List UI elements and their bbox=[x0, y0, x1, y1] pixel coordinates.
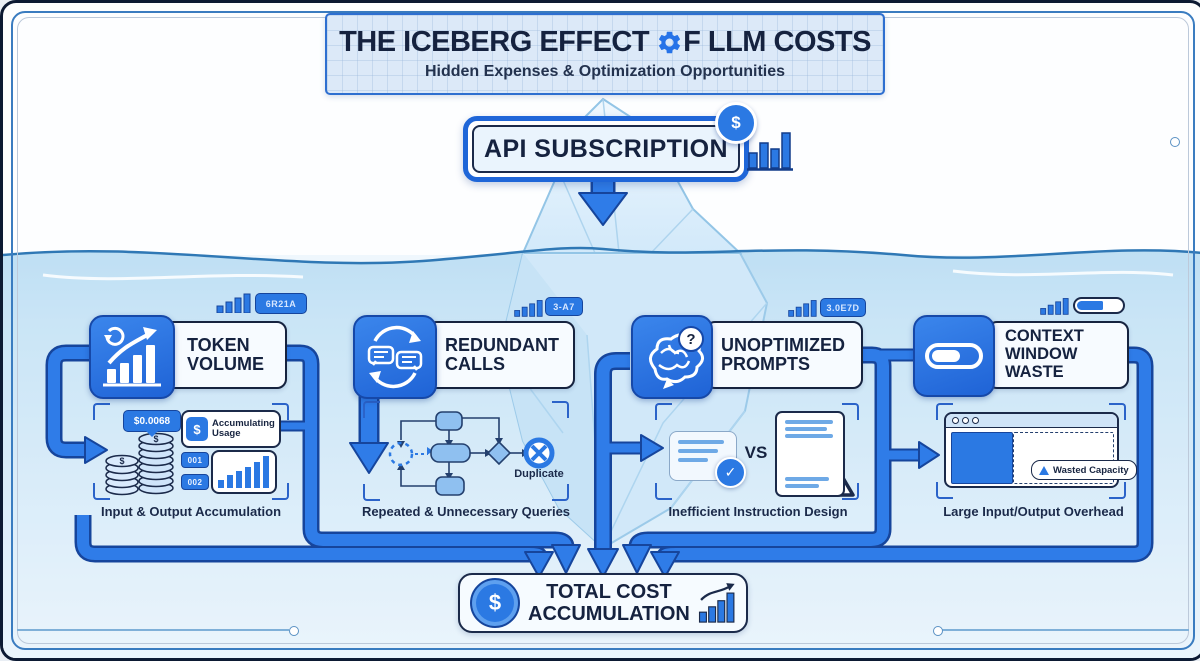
card-unoptimized-prompts: UNOPTIMIZED PROMPTS bbox=[705, 321, 863, 389]
window-titlebar bbox=[946, 414, 1117, 428]
card-context-window-waste-title: CONTEXT WINDOW WASTE bbox=[1005, 327, 1084, 381]
vs-label: VS bbox=[744, 443, 768, 462]
counter-pill-1: 001 bbox=[181, 452, 209, 468]
bottom-left-node-dot bbox=[289, 626, 299, 636]
wasted-capacity-region bbox=[1013, 432, 1114, 484]
total-dollar-icon: $ bbox=[470, 578, 520, 628]
messy-prompt-doc bbox=[775, 411, 845, 497]
total-cost-box: $ TOTAL COST ACCUMULATION bbox=[458, 573, 748, 633]
dollar-glyph: $ bbox=[731, 113, 741, 132]
price-tag: $0.0068 bbox=[123, 410, 181, 437]
window-dot-icon bbox=[972, 417, 979, 424]
redundant-detail-frame bbox=[363, 401, 569, 501]
api-subscription-box: API SUBSCRIPTION bbox=[463, 116, 749, 182]
subtitle: Hidden Expenses & Optimization Opportuni… bbox=[424, 62, 786, 80]
counter-pill-2: 002 bbox=[181, 474, 209, 490]
card-token-volume-title: TOKEN VOLUME bbox=[187, 334, 265, 374]
redundant-calls-icon bbox=[353, 315, 437, 399]
title-text-pre: THE ICEBERG EFFECT bbox=[339, 25, 650, 58]
wasted-capacity-label: Wasted Capacity bbox=[1053, 464, 1129, 476]
dollar-glyph: $ bbox=[488, 590, 502, 615]
unoptimized-prompts-icon: ? bbox=[631, 315, 713, 399]
unoptimized-caption: Inefficient Instruction Design bbox=[668, 504, 848, 519]
context-progress-badge bbox=[1073, 297, 1125, 314]
unoptimized-signal-bars-icon bbox=[788, 300, 817, 317]
growth-bar-chart-icon bbox=[698, 583, 735, 623]
api-bar-chart-icon bbox=[747, 132, 793, 171]
card-token-volume: TOKEN VOLUME bbox=[163, 321, 287, 389]
unoptimized-detail-frame bbox=[655, 403, 859, 500]
card-redundant-calls-title: REDUNDANT CALLS bbox=[445, 334, 559, 374]
title-banner: THE ICEBERG EFFECT F LLM COSTS Hidden Ex… bbox=[325, 13, 885, 95]
token-signal-bars-icon bbox=[216, 293, 251, 313]
wasted-capacity-pill: Wasted Capacity bbox=[1031, 460, 1137, 480]
svg-text:?: ? bbox=[686, 331, 695, 348]
flow-connectors bbox=[45, 169, 1154, 578]
bottom-right-connector-line bbox=[941, 629, 1189, 631]
token-caption: Input & Output Accumulation bbox=[100, 504, 282, 519]
card-unoptimized-prompts-title: UNOPTIMIZED PROMPTS bbox=[721, 334, 845, 374]
context-signal-bars-icon bbox=[1040, 298, 1069, 315]
flowchart-diagram bbox=[388, 411, 555, 496]
accumulating-usage-box: $ Accumulating Usage bbox=[181, 410, 281, 448]
token-detail-frame bbox=[93, 403, 289, 500]
duplicate-label: Duplicate bbox=[514, 468, 564, 480]
token-volume-icon bbox=[89, 315, 175, 399]
used-capacity-block bbox=[951, 432, 1013, 484]
check-badge-icon: ✓ bbox=[715, 457, 746, 488]
context-caption: Large Input/Output Overhead bbox=[943, 504, 1124, 519]
waterline bbox=[3, 246, 1200, 265]
redundant-badge: 3-A7 bbox=[545, 297, 583, 316]
bottom-right-node-dot bbox=[933, 626, 943, 636]
context-window-waste-icon bbox=[913, 315, 995, 397]
gear-icon bbox=[659, 31, 681, 53]
mini-bar-chart bbox=[211, 450, 277, 494]
svg-text:$: $ bbox=[153, 434, 158, 444]
border-node-dot bbox=[1170, 137, 1180, 147]
context-detail-frame bbox=[936, 403, 1126, 499]
main-title: THE ICEBERG EFFECT F LLM COSTS bbox=[339, 25, 871, 58]
window-dot-icon bbox=[962, 417, 969, 424]
warning-triangle-small-icon bbox=[1039, 465, 1049, 475]
token-badge: 6R21A bbox=[255, 293, 307, 314]
bottom-left-connector-line bbox=[17, 629, 289, 631]
check-glyph: ✓ bbox=[724, 464, 737, 480]
coin-stacks-icon: $ $ bbox=[105, 432, 174, 496]
usage-label: Accumulating Usage bbox=[212, 417, 275, 439]
unoptimized-badge: 3.0E7D bbox=[820, 298, 866, 317]
api-subscription-label: API SUBSCRIPTION bbox=[472, 125, 740, 173]
card-redundant-calls: REDUNDANT CALLS bbox=[427, 321, 575, 389]
duplicate-icon bbox=[523, 437, 555, 469]
svg-text:$: $ bbox=[119, 456, 124, 466]
redundant-caption: Repeated & Unnecessary Queries bbox=[361, 504, 571, 519]
window-dot-icon bbox=[952, 417, 959, 424]
title-text-post: F LLM COSTS bbox=[683, 25, 871, 58]
dollar-badge-icon: $ bbox=[715, 102, 757, 144]
redundant-signal-bars-icon bbox=[514, 300, 543, 317]
total-cost-label: TOTAL COST ACCUMULATION bbox=[528, 581, 690, 625]
usage-dollar-icon: $ bbox=[186, 417, 208, 441]
card-context-window-waste: CONTEXT WINDOW WASTE bbox=[987, 321, 1129, 389]
